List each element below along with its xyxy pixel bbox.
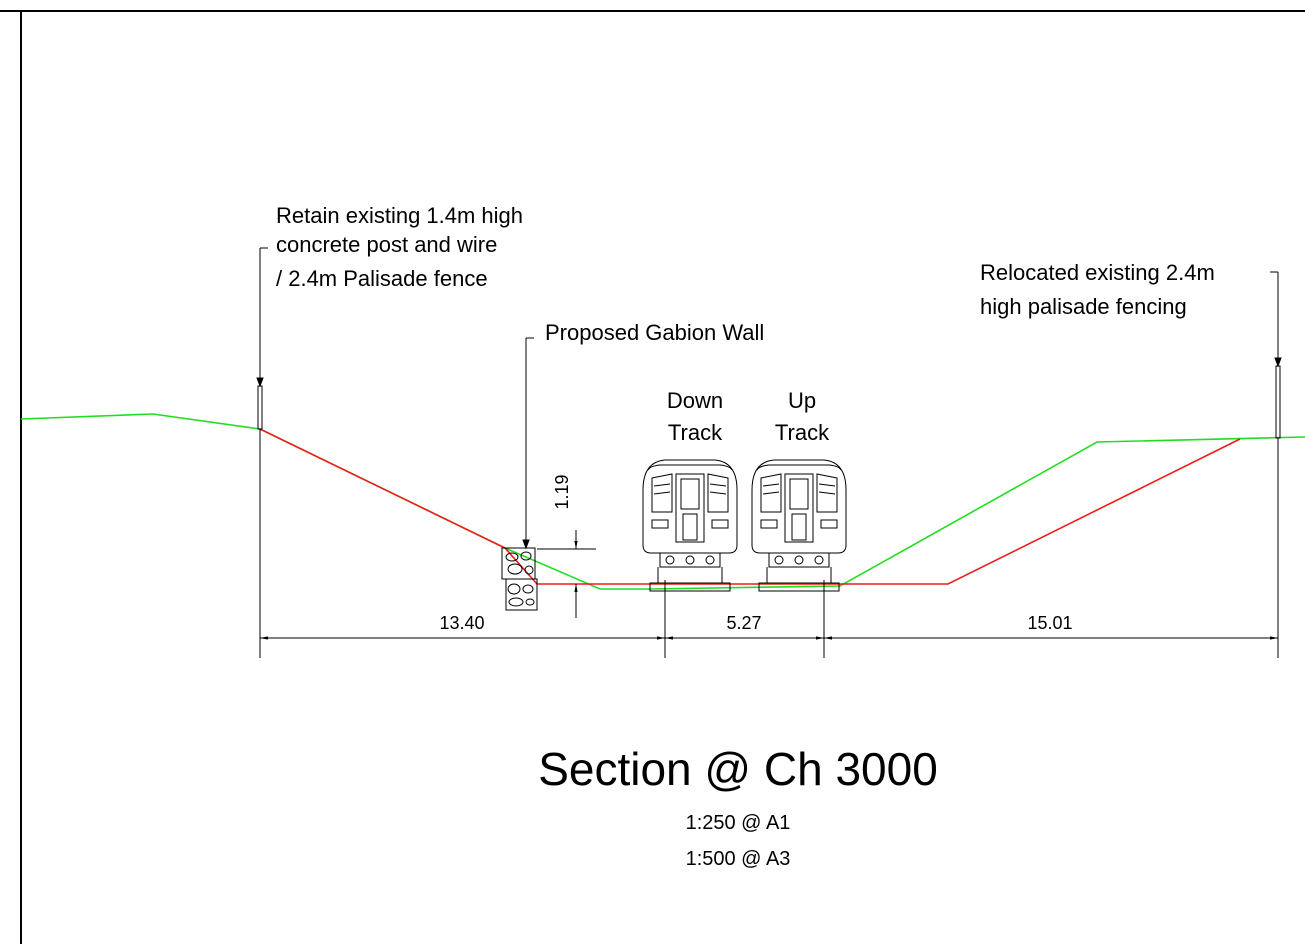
right-fence-note-line-1: Relocated existing 2.4m: [980, 260, 1215, 285]
dim-left-width: 13.40: [439, 613, 484, 633]
scale-a1: 1:250 @ A1: [686, 812, 791, 834]
up-track-train: [751, 459, 847, 592]
section-title: Section @ Ch 3000: [538, 743, 938, 795]
existing-ground-line: [20, 413, 1305, 590]
gabion-note: Proposed Gabion Wall: [545, 320, 764, 345]
sheet-frame: [0, 10, 1305, 944]
up-track-label-2: Track: [775, 420, 830, 445]
proposed-ground-line: [259, 428, 1241, 585]
scale-a3: 1:500 @ A3: [686, 848, 791, 870]
left-fence-note-line-2: concrete post and wire: [276, 232, 497, 257]
dim-gabion-height: 1.19: [552, 474, 572, 509]
down-track-train: [642, 459, 738, 592]
dim-track-centres: 5.27: [726, 613, 761, 633]
left-fence-post: [256, 248, 264, 430]
gabion-wall: [501, 337, 538, 611]
horizontal-dimension: [259, 429, 1279, 658]
down-track-label-1: Down: [667, 388, 723, 413]
right-fence-post: [1270, 271, 1282, 439]
dim-right-width: 15.01: [1027, 613, 1072, 633]
left-fence-note-line-1: Retain existing 1.4m high: [276, 203, 523, 228]
right-fence-note-line-2: high palisade fencing: [980, 294, 1187, 319]
up-track-label-1: Up: [788, 388, 816, 413]
left-fence-note-line-3: / 2.4m Palisade fence: [276, 266, 488, 291]
gabion-height-dimension: [537, 530, 596, 618]
down-track-label-2: Track: [668, 420, 723, 445]
